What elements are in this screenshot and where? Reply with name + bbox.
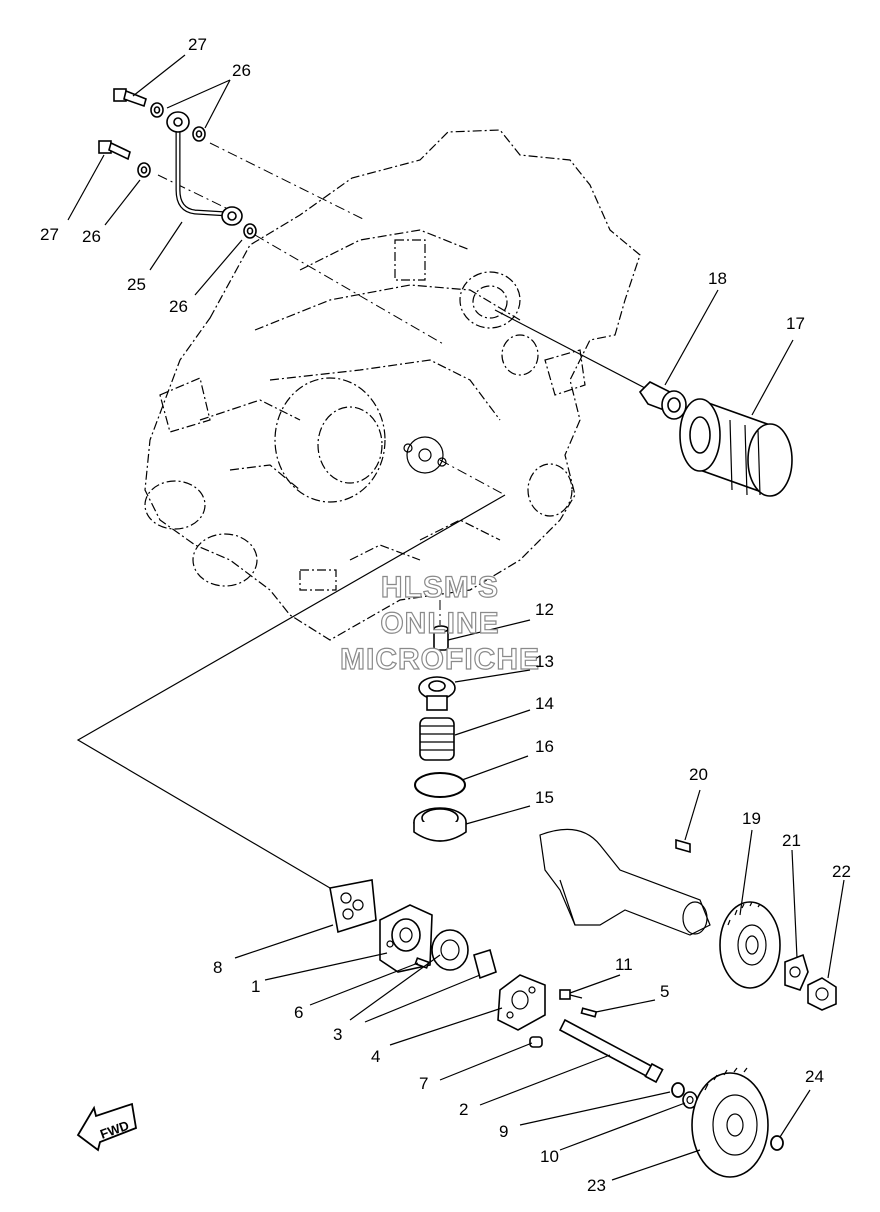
- callout-8: 8: [213, 958, 222, 977]
- watermark-line3: MICROFICHE: [340, 643, 540, 676]
- pump-outer-rotor: [431, 929, 469, 971]
- callout-4: 4: [371, 1047, 380, 1066]
- relief-valve-plug: [418, 676, 456, 711]
- callout-21: 21: [782, 831, 801, 850]
- callout-numbers: 27 26 27 26 25 26 18 17 12 13 14 16 15 2…: [40, 35, 851, 1195]
- oil-filter-union-bolt: [638, 381, 687, 420]
- callout-25: 25: [127, 275, 146, 294]
- balancer-drive-gear: [691, 1067, 769, 1178]
- callout-leaders: [67, 54, 845, 1181]
- callout-5: 5: [660, 982, 669, 1001]
- callout-2: 2: [459, 1100, 468, 1119]
- fwd-arrow: FWD: [76, 1102, 138, 1152]
- callout-6: 6: [294, 1003, 303, 1022]
- callout-14: 14: [535, 694, 554, 713]
- callout-27b: 27: [40, 225, 59, 244]
- callout-11: 11: [615, 955, 633, 974]
- callout-19: 19: [742, 809, 761, 828]
- pump-housing: [379, 904, 433, 973]
- union-bolt-upper: [113, 88, 147, 108]
- watermark-line2: ONLINE: [380, 607, 499, 640]
- callout-26a: 26: [232, 61, 251, 80]
- callout-1: 1: [251, 977, 260, 996]
- oil-filter-cartridge: [679, 398, 793, 497]
- pump-inner-rotor: [473, 948, 497, 980]
- nut: [807, 977, 837, 1011]
- callout-3: 3: [333, 1025, 342, 1044]
- pump-gasket: [329, 879, 377, 934]
- pump-mount-boss: [403, 436, 447, 474]
- crankcase-cover: [144, 129, 641, 641]
- lock-washer: [784, 953, 809, 991]
- watermark: HLSM'S ONLINE MICROFICHE: [339, 570, 540, 676]
- callout-24: 24: [805, 1067, 824, 1086]
- drive-gear-circlip: [770, 1135, 784, 1151]
- relief-valve-spring: [419, 717, 455, 761]
- shaft-washer: [682, 1091, 698, 1109]
- pump-drive-pin: [580, 1007, 598, 1018]
- key: [675, 838, 691, 854]
- copper-washers: [137, 102, 257, 239]
- water-pump-housing: [539, 828, 711, 936]
- relief-valve-pin: [433, 625, 449, 651]
- callout-20: 20: [689, 765, 708, 784]
- pump-drive-shaft: [558, 1018, 664, 1084]
- oil-delivery-pipe: [166, 111, 243, 226]
- callout-16: 16: [535, 737, 554, 756]
- pump-cover-screw-long: [559, 989, 583, 1000]
- watermark-line1: HLSM'S: [381, 571, 499, 604]
- callout-26b: 26: [82, 227, 101, 246]
- callout-15: 15: [535, 788, 554, 807]
- callout-18: 18: [708, 269, 727, 288]
- callout-10: 10: [540, 1147, 559, 1166]
- callout-23: 23: [587, 1176, 606, 1195]
- callout-26c: 26: [169, 297, 188, 316]
- union-bolt-lower: [98, 140, 131, 161]
- o-ring: [414, 772, 466, 798]
- assembly-lines: [76, 142, 646, 889]
- pump-cover: [497, 974, 546, 1031]
- callout-9: 9: [499, 1122, 508, 1141]
- callout-27a: 27: [188, 35, 207, 54]
- balancer-driven-gear: [719, 901, 781, 989]
- callout-7: 7: [419, 1074, 428, 1093]
- callout-22: 22: [832, 862, 851, 881]
- oil-strainer-cap: [413, 807, 467, 842]
- callout-17: 17: [786, 314, 805, 333]
- pump-cover-screw-short: [529, 1036, 543, 1048]
- shaft-circlip: [671, 1082, 685, 1098]
- callout-13: 13: [535, 652, 554, 671]
- callout-12: 12: [535, 600, 554, 619]
